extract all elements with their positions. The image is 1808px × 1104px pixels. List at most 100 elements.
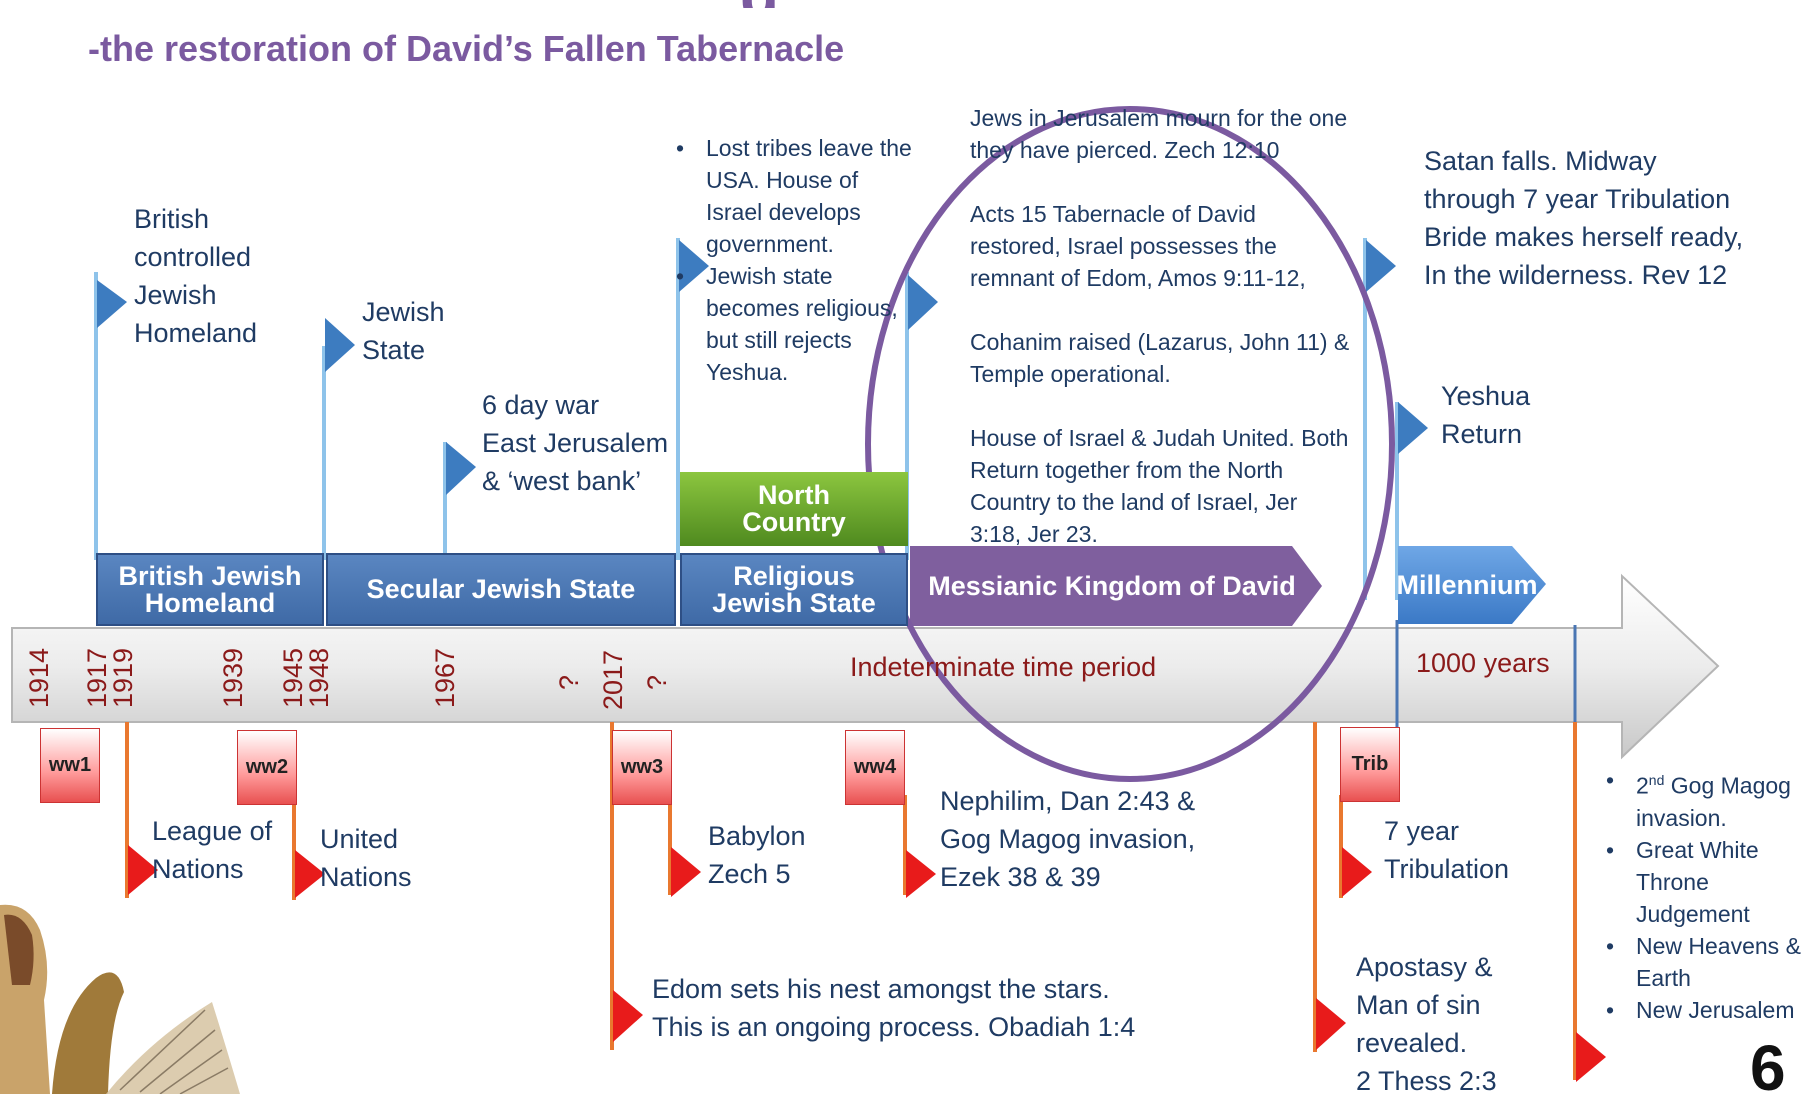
label-babylon: Babylon Zech 5 xyxy=(708,817,806,893)
label-line: Homeland xyxy=(134,318,258,348)
label-six-day-war: 6 day war East Jerusalem & ‘west bank’ xyxy=(482,386,668,500)
label-nephilim: Nephilim, Dan 2:43 & Gog Magog invasion,… xyxy=(940,782,1195,896)
label-line: Bride makes herself ready, xyxy=(1424,222,1744,252)
year-1967: 1967 xyxy=(430,647,460,708)
label-line: Satan falls. Midway xyxy=(1424,146,1657,176)
final-event-sup: nd xyxy=(1648,772,1665,788)
lost-tribes-bullet: Jewish state becomes religious, but stil… xyxy=(676,260,912,388)
year-unknown: ? xyxy=(642,674,672,690)
final-event-item: New Jerusalem xyxy=(1606,994,1808,1026)
war-box-ww1: ww1 xyxy=(40,728,100,803)
king-david-harp-illustration xyxy=(0,904,240,1094)
era-british-jewish-homeland: British Jewish Homeland xyxy=(96,553,324,626)
year-1945: 1945 xyxy=(278,647,308,708)
flag-satan xyxy=(1366,240,1396,292)
label-line: League of xyxy=(152,816,273,846)
era-messianic-kingdom: Messianic Kingdom of David xyxy=(912,546,1312,626)
war-box-ww3: ww3 xyxy=(612,730,672,805)
messianic-note: Acts 15 Tabernacle of David restored, Is… xyxy=(970,201,1306,291)
era-label: Millennium xyxy=(1396,569,1538,600)
label-line: Apostasy & xyxy=(1356,952,1493,982)
era-north-country: North Country xyxy=(680,472,908,546)
label-line: Ezek 38 & 39 xyxy=(940,862,1101,892)
year-1939: 1939 xyxy=(218,647,248,708)
label-line: Tribulation xyxy=(1384,854,1510,884)
flag-apostasy xyxy=(1316,998,1346,1050)
label-line: Edom sets his nest amongst the stars. xyxy=(652,974,1110,1004)
label-line: British xyxy=(134,204,210,234)
final-event-prefix: 2 xyxy=(1636,772,1649,799)
flag-six-day xyxy=(446,442,476,495)
label-line: Return xyxy=(1441,419,1523,449)
messianic-note: House of Israel & Judah United. Both Ret… xyxy=(970,425,1349,547)
war-box-ww2: ww2 xyxy=(237,730,297,805)
label-league-of-nations: League of Nations xyxy=(152,812,272,888)
war-box-ww4: ww4 xyxy=(845,730,905,805)
label-line: 2 Thess 2:3 xyxy=(1356,1066,1497,1096)
era-secular-jewish-state: Secular Jewish State xyxy=(326,553,676,626)
label-satan-falls: Satan falls. Midway through 7 year Tribu… xyxy=(1424,142,1743,294)
war-box-trib: Trib xyxy=(1340,727,1400,802)
era-millennium-shape xyxy=(1398,546,1546,624)
label-line: controlled xyxy=(134,242,252,272)
label-apostasy: Apostasy & Man of sin revealed. 2 Thess … xyxy=(1356,948,1497,1100)
flag-jewish-state xyxy=(325,318,355,372)
label-line: Man of sin xyxy=(1356,990,1481,1020)
flag-british xyxy=(97,280,127,328)
label-line: State xyxy=(362,335,426,365)
final-events-list: 2nd Gog Magog invasion. Great White Thro… xyxy=(1602,764,1808,1026)
era-messianic-shape xyxy=(910,546,1322,626)
messianic-notes: Jews in Jerusalem mourn for the one they… xyxy=(970,102,1350,550)
thousand-years-label: 1000 years xyxy=(1416,648,1550,678)
flag-babylon xyxy=(671,847,701,897)
label-line: 6 day war xyxy=(482,390,600,420)
label-line: Jewish xyxy=(134,280,217,310)
label-edom: Edom sets his nest amongst the stars. Th… xyxy=(652,970,1135,1046)
year-1919: 1919 xyxy=(108,647,138,708)
flag-messianic xyxy=(908,275,938,330)
label-line: Zech 5 xyxy=(708,859,791,889)
slide-subtitle: -the restoration of David’s Fallen Taber… xyxy=(88,28,845,69)
flag-league xyxy=(128,845,158,895)
label-line: & ‘west bank’ xyxy=(482,466,642,496)
slide-title-fragment: g xyxy=(740,0,860,8)
label-united-nations: United Nations xyxy=(320,820,412,896)
label-seven-year-tribulation: 7 year Tribulation xyxy=(1384,812,1509,888)
label-line: United xyxy=(320,824,399,854)
final-event-text: Gog Magog invasion. xyxy=(1636,772,1791,831)
year-2017: 2017 xyxy=(598,649,628,710)
final-event-item: New Heavens & Earth xyxy=(1606,930,1808,994)
label-line: In the wilderness. Rev 12 xyxy=(1424,260,1728,290)
label-jewish-state: Jewish State xyxy=(362,293,445,369)
lost-tribes-bullet: Lost tribes leave the USA. House of Isra… xyxy=(676,132,912,260)
label-line: This is an ongoing process. Obadiah 1:4 xyxy=(652,1012,1136,1042)
indeterminate-time-label: Indeterminate time period xyxy=(850,652,1157,682)
year-unknown: ? xyxy=(554,674,584,690)
page-number: 6 xyxy=(1750,1032,1786,1104)
label-yeshua-return: Yeshua Return xyxy=(1441,377,1530,453)
era-label: North Country xyxy=(742,480,846,537)
label-line: revealed. xyxy=(1356,1028,1468,1058)
label-line: Nations xyxy=(320,862,412,892)
final-event-item: 2nd Gog Magog invasion. xyxy=(1606,764,1808,834)
year-1914: 1914 xyxy=(24,647,54,708)
era-label: British Jewish Homeland xyxy=(118,560,302,618)
era-label: Secular Jewish State xyxy=(366,574,636,604)
year-1948: 1948 xyxy=(304,647,334,708)
flag-edom xyxy=(613,990,643,1042)
label-line: Babylon xyxy=(708,821,806,851)
flag-nephilim xyxy=(906,850,936,898)
messianic-highlight-ellipse xyxy=(865,106,1395,782)
flag-final xyxy=(1576,1032,1606,1082)
messianic-note: Jews in Jerusalem mourn for the one they… xyxy=(970,105,1348,163)
label-line: Gog Magog invasion, xyxy=(940,824,1196,854)
era-millennium: Millennium xyxy=(1396,546,1538,624)
label-line: 7 year xyxy=(1384,816,1460,846)
label-line: Yeshua xyxy=(1441,381,1531,411)
flag-lost-tribes xyxy=(679,240,709,292)
era-label: Religious Jewish State xyxy=(712,560,876,618)
final-event-item: Great White Throne Judgement xyxy=(1606,834,1808,930)
messianic-note: Cohanim raised (Lazarus, John 11) & Temp… xyxy=(970,329,1350,387)
label-line: Nations xyxy=(152,854,244,884)
